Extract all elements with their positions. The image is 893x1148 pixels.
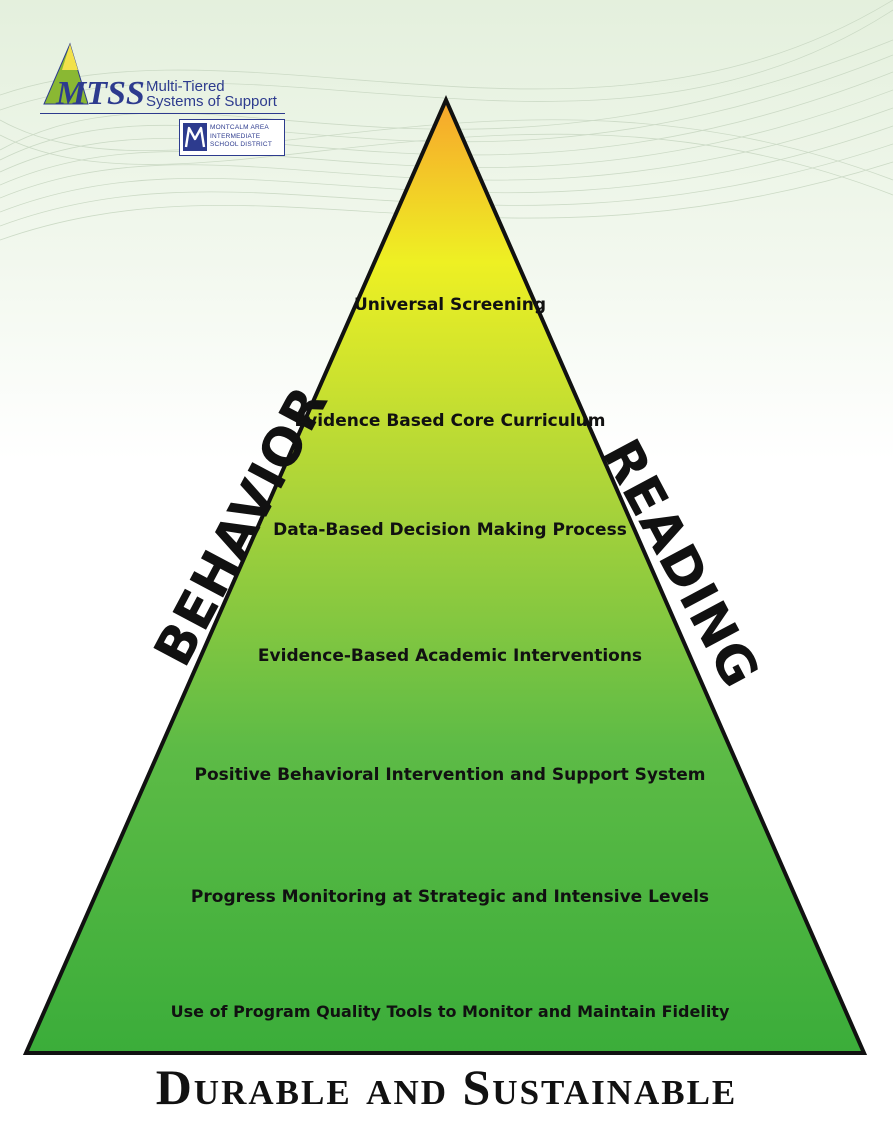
pyramid-level-1: Universal Screening bbox=[353, 295, 547, 315]
background-wave-lines bbox=[0, 0, 893, 241]
logo-line-2: Systems of Support bbox=[146, 93, 277, 110]
district-badge: MONTCALM AREA INTERMEDIATE SCHOOL DISTRI… bbox=[179, 119, 285, 156]
district-line-3: SCHOOL DISTRICT bbox=[210, 141, 272, 148]
district-logo-mark bbox=[183, 123, 207, 151]
pyramid-level-4: Evidence-Based Academic Interventions bbox=[257, 646, 643, 666]
mtss-brand-text: MTSS bbox=[55, 75, 145, 112]
pyramid-level-5: Positive Behavioral Intervention and Sup… bbox=[194, 765, 706, 785]
footer-title: Durable and Sustainable bbox=[155, 1059, 738, 1115]
mtss-logo-mark: MTSS bbox=[43, 42, 145, 112]
pyramid-level-7: Use of Program Quality Tools to Monitor … bbox=[170, 1002, 730, 1021]
district-line-1: MONTCALM AREA bbox=[210, 124, 269, 131]
district-name: MONTCALM AREA INTERMEDIATE SCHOOL DISTRI… bbox=[210, 124, 282, 150]
pyramid-level-6: Progress Monitoring at Strategic and Int… bbox=[190, 887, 710, 907]
logo-divider bbox=[40, 113, 285, 114]
district-line-2: INTERMEDIATE bbox=[210, 132, 261, 140]
pyramid-level-3: Data-Based Decision Making Process bbox=[273, 520, 627, 540]
pyramid-triangle bbox=[22, 95, 868, 1055]
pyramid-level-2: Evidence Based Core Curriculum bbox=[294, 411, 606, 431]
logo-line-1: Multi-Tiered bbox=[146, 78, 225, 95]
mtss-logo: MTSS Multi-Tiered Systems of Support MON… bbox=[38, 42, 298, 162]
